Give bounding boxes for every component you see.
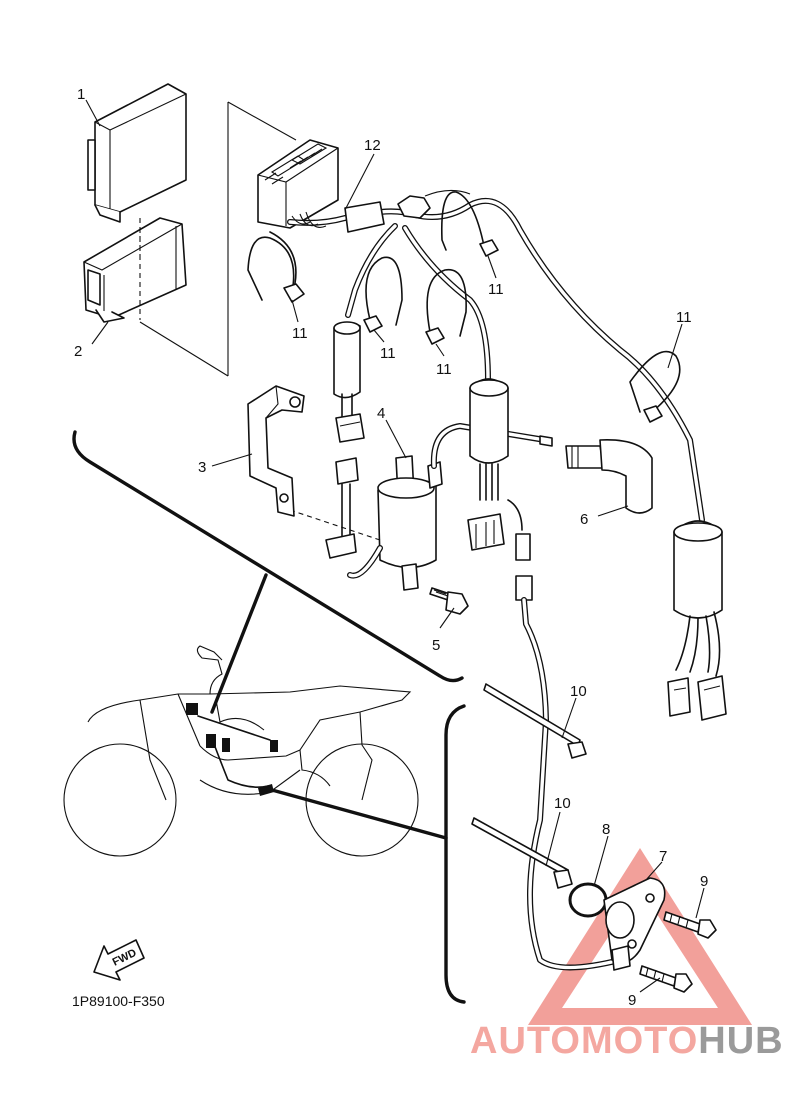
- motorcycle-outline: [63, 645, 419, 857]
- wire-harness: [257, 139, 705, 523]
- cdi-holder: [83, 217, 187, 323]
- coil-bracket: [247, 385, 305, 517]
- leader-lines: [85, 99, 705, 993]
- cable-band-2: [363, 256, 403, 333]
- cable-band-3: [425, 268, 467, 345]
- callout-2: 2: [74, 343, 82, 360]
- section-divider-curve: [72, 430, 464, 683]
- o-ring: [568, 882, 608, 918]
- callout-11-a: 11: [292, 325, 308, 342]
- cable-band-4: [440, 191, 499, 257]
- watermark-logo: AUTOMOTOHUB: [470, 1020, 784, 1062]
- callout-11-e: 11: [676, 309, 692, 326]
- callout-4: 4: [377, 405, 385, 422]
- callout-numbers: 1 2 3 4 5 6 7 8 9 9 10 10 11 11 11 11 11…: [74, 86, 708, 1009]
- watermark-text-hub: HUB: [698, 1020, 783, 1062]
- callout-3: 3: [198, 459, 206, 476]
- svg-text:AUTOMOTOHUB: AUTOMOTOHUB: [470, 1020, 784, 1062]
- callout-9-lower: 9: [628, 992, 636, 1009]
- ignition-coil: [289, 423, 553, 591]
- watermark-text-automoto: AUTOMOTO: [470, 1020, 698, 1062]
- guide-line-connector: [139, 101, 297, 377]
- callout-12: 12: [364, 137, 381, 154]
- callout-11-b: 11: [380, 345, 396, 362]
- sensor: [603, 877, 666, 971]
- forward-arrow-icon: FWD: [93, 939, 145, 981]
- screw-upper: [663, 911, 717, 939]
- harness-filter-center: [467, 378, 531, 561]
- callout-11-c: 11: [436, 361, 452, 378]
- sensor-lead: [515, 575, 623, 971]
- detail-bracket: [444, 704, 466, 1004]
- pointer-line-sensor: [270, 788, 448, 840]
- diagram-code: 1P89100-F350: [72, 993, 165, 1009]
- callout-10-upper: 10: [570, 683, 587, 700]
- spark-plug-cap: [565, 439, 653, 514]
- harness-filter-right: [667, 520, 727, 721]
- callout-7: 7: [659, 848, 667, 865]
- callout-6: 6: [580, 511, 588, 528]
- cable-band-5: [629, 350, 681, 423]
- pointer-line-harness: [210, 573, 268, 714]
- cable-band-1: [247, 231, 305, 303]
- callout-5: 5: [432, 637, 440, 654]
- bolt: [429, 587, 469, 615]
- callout-10-lower: 10: [554, 795, 571, 812]
- cdi-unit: [87, 83, 187, 223]
- cable-tie-1: [483, 683, 587, 759]
- callout-1: 1: [77, 86, 85, 103]
- cable-tie-2: [471, 817, 573, 889]
- callout-8: 8: [602, 821, 610, 838]
- callout-11-d: 11: [488, 281, 504, 298]
- regulator: [333, 321, 365, 443]
- screw-lower: [639, 965, 693, 993]
- callout-9-upper: 9: [700, 873, 708, 890]
